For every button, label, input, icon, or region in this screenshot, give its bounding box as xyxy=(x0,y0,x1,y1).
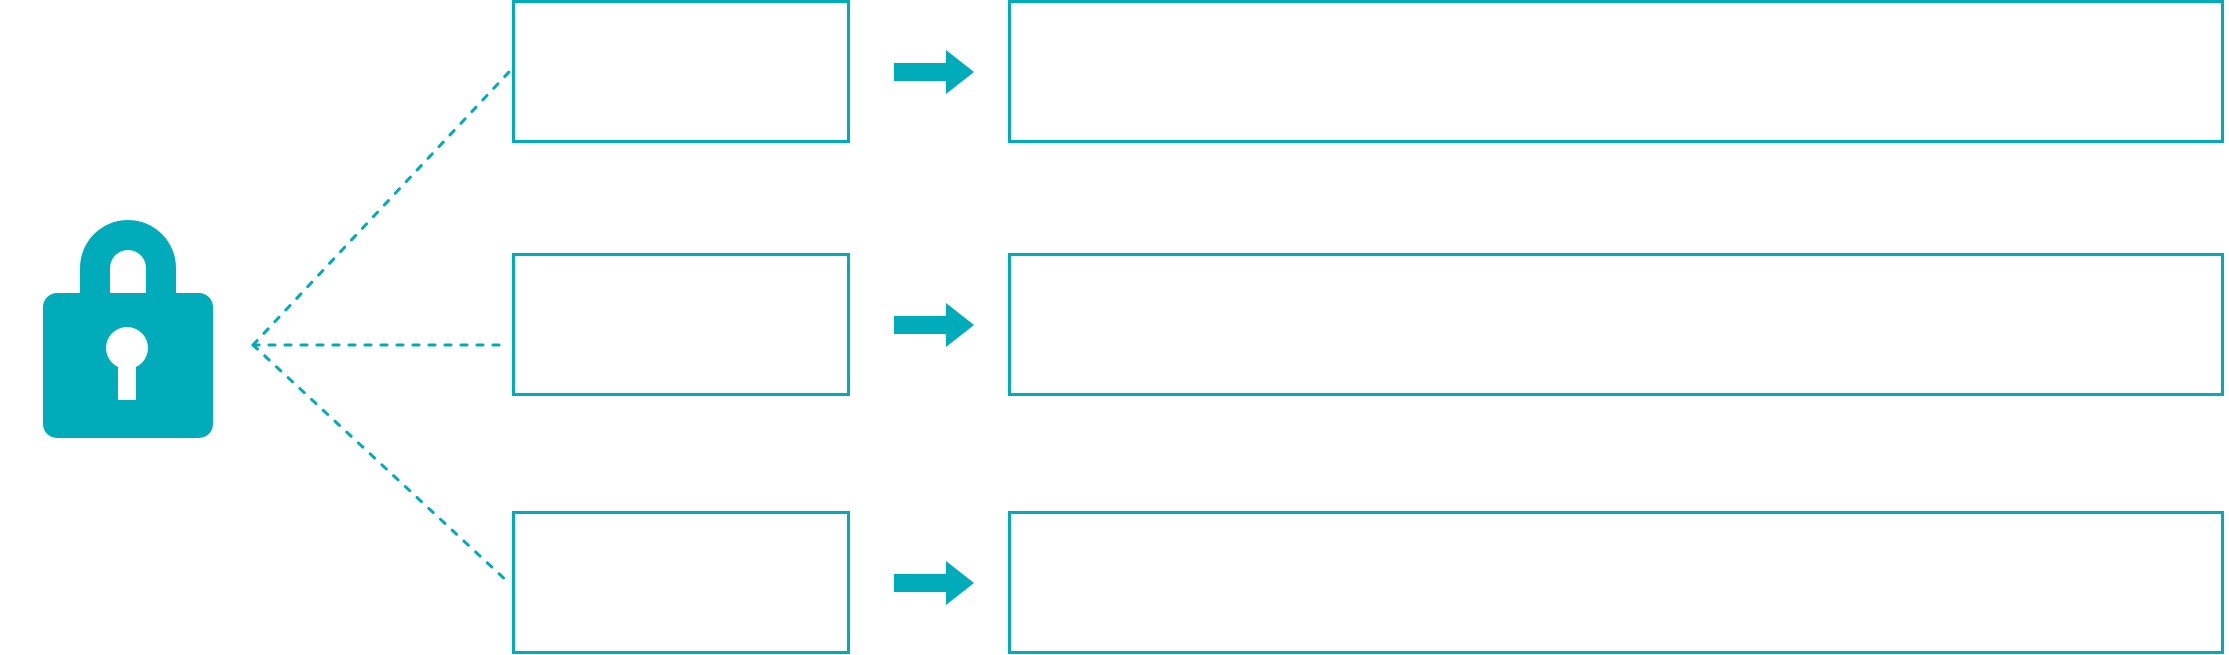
primary-box-row-3[interactable] xyxy=(512,511,850,654)
secondary-box-row-3[interactable] xyxy=(1008,511,2224,654)
arrow-right-icon xyxy=(894,50,974,94)
arrow-right-icon xyxy=(894,303,974,347)
padlock-keyhole-stem xyxy=(118,358,136,400)
arrow-right-glyph xyxy=(894,561,974,605)
diagram-row xyxy=(0,511,2229,654)
padlock-icon xyxy=(20,200,240,450)
secondary-box-row-1[interactable] xyxy=(1008,0,2224,143)
arrow-right-icon xyxy=(894,561,974,605)
diagram-row xyxy=(0,253,2229,396)
padlock-shackle xyxy=(80,220,176,310)
padlock-keyhole-circle xyxy=(106,327,148,369)
diagram-row xyxy=(0,0,2229,143)
arrow-right-glyph xyxy=(894,50,974,94)
padlock-glyph xyxy=(43,220,213,438)
secondary-box-row-2[interactable] xyxy=(1008,253,2224,396)
primary-box-row-2[interactable] xyxy=(512,253,850,396)
primary-box-row-1[interactable] xyxy=(512,0,850,143)
arrow-right-glyph xyxy=(894,303,974,347)
